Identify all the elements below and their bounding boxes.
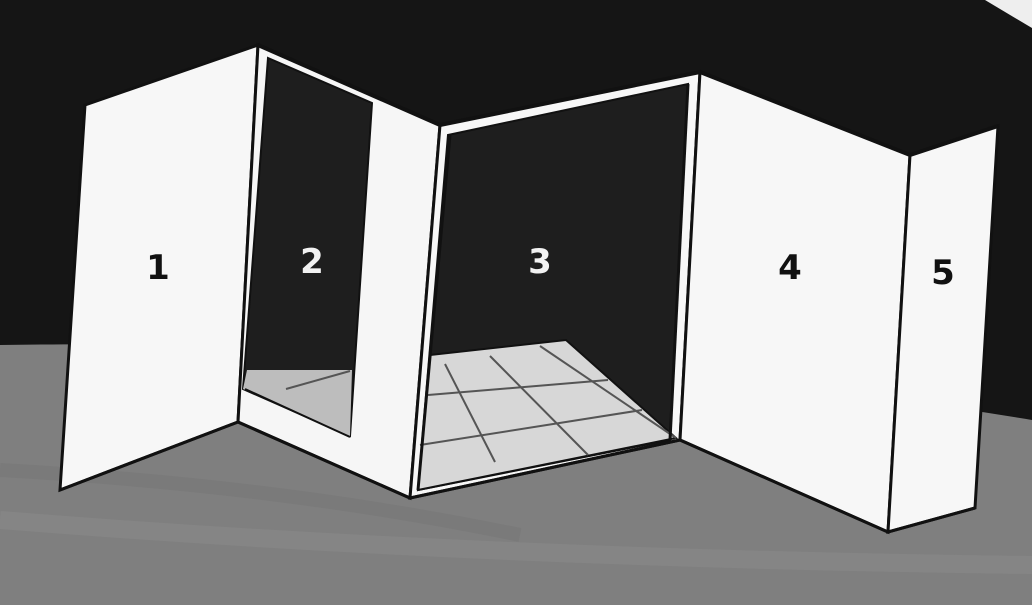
panel-2-label: 2 [300, 245, 324, 279]
panel-1-label: 1 [146, 251, 170, 285]
panel-4-label: 4 [778, 251, 802, 285]
panel-3-label: 3 [528, 245, 552, 279]
panel-5-label: 5 [931, 256, 955, 290]
